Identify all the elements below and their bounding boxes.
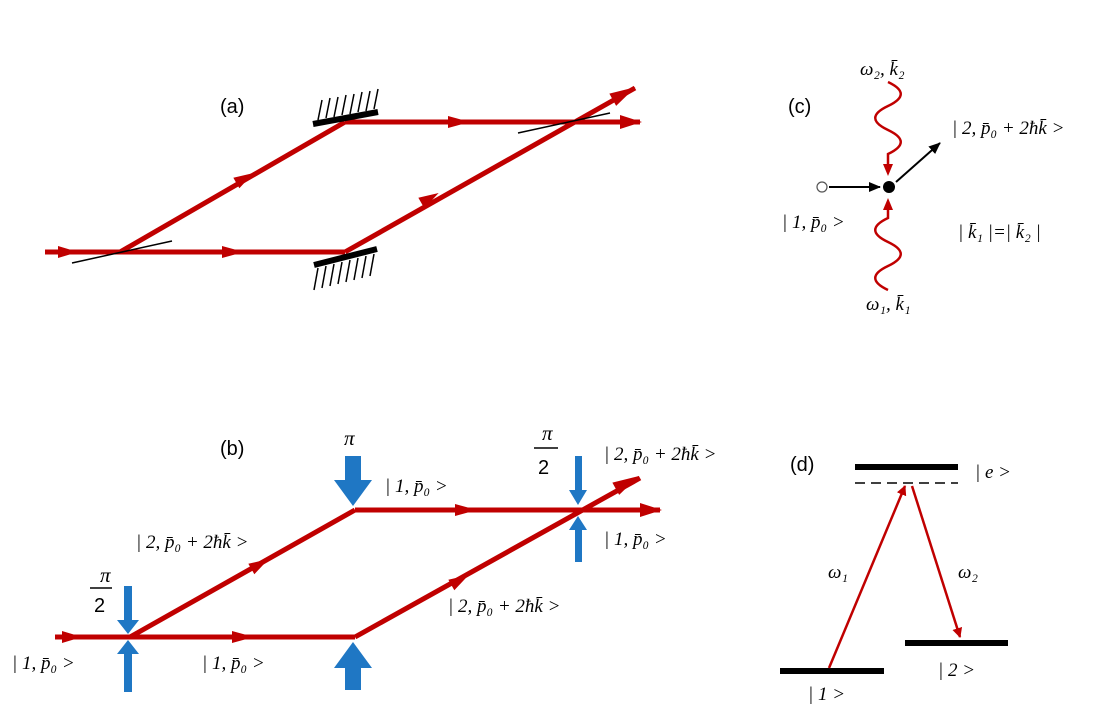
photon-top-wave — [874, 80, 902, 172]
mirror-bottom — [313, 246, 378, 291]
beam-splitter-2 — [517, 112, 611, 134]
final-state-label: | 2, p̄₀ + 2ħk̄ > — [952, 118, 1064, 139]
pulse-last-numerator: π — [542, 421, 553, 445]
panel-c-label: (c) — [788, 96, 811, 118]
level-ground-2-label: | 2 > — [938, 660, 975, 681]
pulse-first — [117, 586, 139, 692]
pulse-first-denominator: 2 — [94, 595, 105, 617]
state-upper-mid: | 1, p̄₀ > — [385, 476, 448, 497]
panel-a-label: (a) — [220, 96, 244, 118]
photon-bottom-arrowhead — [883, 198, 893, 210]
pulse-middle-label: π — [344, 426, 355, 450]
wavevector-relation: | k̄₁ |=| k̄₂ | — [958, 222, 1041, 243]
panel-a-beams — [45, 85, 640, 255]
pulse-last — [569, 456, 587, 562]
state-lower-left: | 1, p̄₀ > — [202, 653, 265, 674]
panel-a-arrowheads — [58, 87, 642, 258]
photon-bottom-wave — [874, 202, 902, 292]
state-input: | 1, p̄₀ > — [12, 653, 75, 674]
pulse-middle — [334, 456, 372, 690]
pulse-first-numerator: π — [100, 563, 111, 587]
panel-b-beams — [55, 475, 660, 640]
mirror-top — [312, 88, 379, 127]
level-ground-1-label: | 1 > — [808, 684, 845, 705]
initial-atom — [816, 181, 828, 193]
panel-d: (d) | e > | 1 > | 2 > ω₁ ω₂ — [780, 454, 1011, 705]
transition-down-label: ω₂ — [958, 562, 978, 583]
panel-d-label: (d) — [790, 454, 814, 476]
state-lower-right: | 2, p̄₀ + 2ħk̄ > — [448, 596, 560, 617]
panel-a: (a) — [45, 85, 642, 291]
photon-bottom-label: ω₁, k̄₁ — [866, 294, 911, 315]
beam-splitter-1 — [71, 240, 173, 264]
transition-up-label: ω₁ — [828, 562, 848, 583]
state-output-lower: | 1, p̄₀ > — [604, 529, 667, 550]
panel-b: (b) — [12, 421, 716, 692]
panel-b-arrowheads — [62, 476, 662, 643]
transition-up-arrow — [827, 485, 907, 669]
initial-state-label: | 1, p̄₀ > — [782, 212, 845, 233]
atom-dot — [883, 181, 895, 193]
photon-top-label: ω₂, k̄₂ — [860, 59, 905, 80]
state-output-upper: | 2, p̄₀ + 2ħk̄ > — [604, 444, 716, 465]
state-upper-left: | 2, p̄₀ + 2ħk̄ > — [136, 532, 248, 553]
laser-pulses — [117, 456, 587, 692]
transition-down-arrow — [910, 485, 963, 638]
panel-c: (c) ω₂, k̄₂ ω₁, k̄₁ | 2, p̄₀ + 2ħk̄ > | … — [782, 59, 1064, 315]
level-excited-label: | e > — [975, 462, 1011, 483]
outgoing-momentum-arrow — [895, 142, 941, 183]
pulse-last-denominator: 2 — [538, 457, 549, 479]
photon-top-arrowhead — [883, 164, 893, 176]
panel-b-label: (b) — [220, 438, 244, 460]
